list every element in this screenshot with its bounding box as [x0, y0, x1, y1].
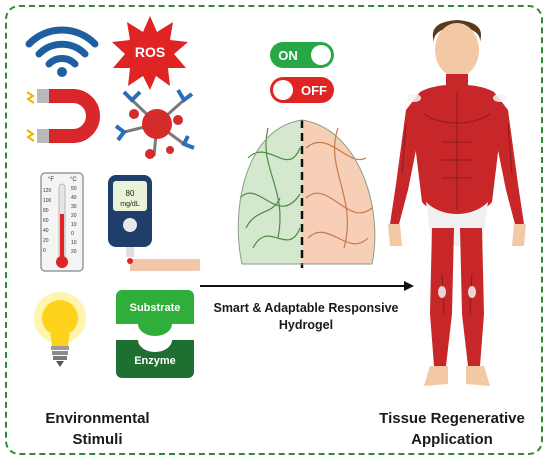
dashed-frame — [5, 5, 543, 455]
glucose-meter-icon: 80 mg/dL — [108, 175, 200, 271]
switch-off-label: OFF — [301, 83, 327, 98]
middle-caption-line-1: Smart & Adaptable Responsive — [213, 301, 399, 315]
middle-caption-line-2: Hydrogel — [278, 318, 334, 332]
hydrogel-dome-icon — [237, 119, 376, 268]
svg-text:10: 10 — [71, 222, 77, 228]
arrow-right-icon — [200, 281, 414, 291]
antibody-icon — [114, 88, 195, 159]
svg-text:60: 60 — [43, 218, 49, 224]
ros-label: ROS — [135, 44, 165, 60]
enzyme-label: Enzyme — [134, 355, 176, 367]
svg-text:10: 10 — [71, 240, 77, 246]
substrate-label: Substrate — [130, 302, 181, 314]
svg-text:50: 50 — [71, 186, 77, 192]
svg-text:20: 20 — [71, 213, 77, 219]
right-caption-line-1: Tissue Regenerative — [379, 410, 525, 427]
svg-text:0: 0 — [43, 248, 46, 254]
hydrogel-caption: Smart & Adaptable Responsive Hydrogel — [200, 300, 412, 334]
wifi-icon — [25, 26, 99, 77]
light-bulb-icon — [34, 292, 86, 367]
svg-text:0: 0 — [71, 231, 74, 237]
toggle-switches: ON OFF — [270, 42, 334, 103]
svg-text:20: 20 — [71, 249, 77, 255]
svg-text:40: 40 — [71, 195, 77, 201]
svg-text:80: 80 — [126, 189, 135, 198]
environmental-stimuli-caption: Environmental Stimuli — [35, 408, 160, 450]
svg-text:°C: °C — [70, 177, 77, 183]
svg-text:80: 80 — [43, 208, 49, 214]
toggle-off-icon: OFF — [270, 77, 334, 103]
svg-text:120: 120 — [43, 188, 52, 194]
toggle-on-icon: ON — [270, 42, 334, 68]
right-caption-line-2: Application — [411, 431, 493, 448]
svg-text:40: 40 — [43, 228, 49, 234]
ros-burst-icon: ROS — [112, 16, 188, 90]
thermometer-icon: °F °C 120 100 80 60 40 20 0 50 40 30 20 … — [40, 172, 84, 272]
enzyme-substrate-icon: Substrate Enzyme — [116, 290, 194, 378]
svg-text:°F: °F — [48, 177, 54, 183]
left-caption-line-2: Stimuli — [72, 431, 123, 448]
left-caption-line-1: Environmental — [45, 410, 150, 427]
svg-text:mg/dL: mg/dL — [120, 201, 140, 208]
human-anatomy-figure — [388, 20, 526, 386]
switch-on-label: ON — [278, 48, 298, 63]
svg-text:30: 30 — [71, 204, 77, 210]
tissue-regenerative-caption: Tissue Regenerative Application — [372, 408, 532, 450]
svg-text:20: 20 — [43, 238, 49, 244]
magnet-icon — [26, 89, 100, 143]
svg-text:100: 100 — [43, 198, 52, 204]
